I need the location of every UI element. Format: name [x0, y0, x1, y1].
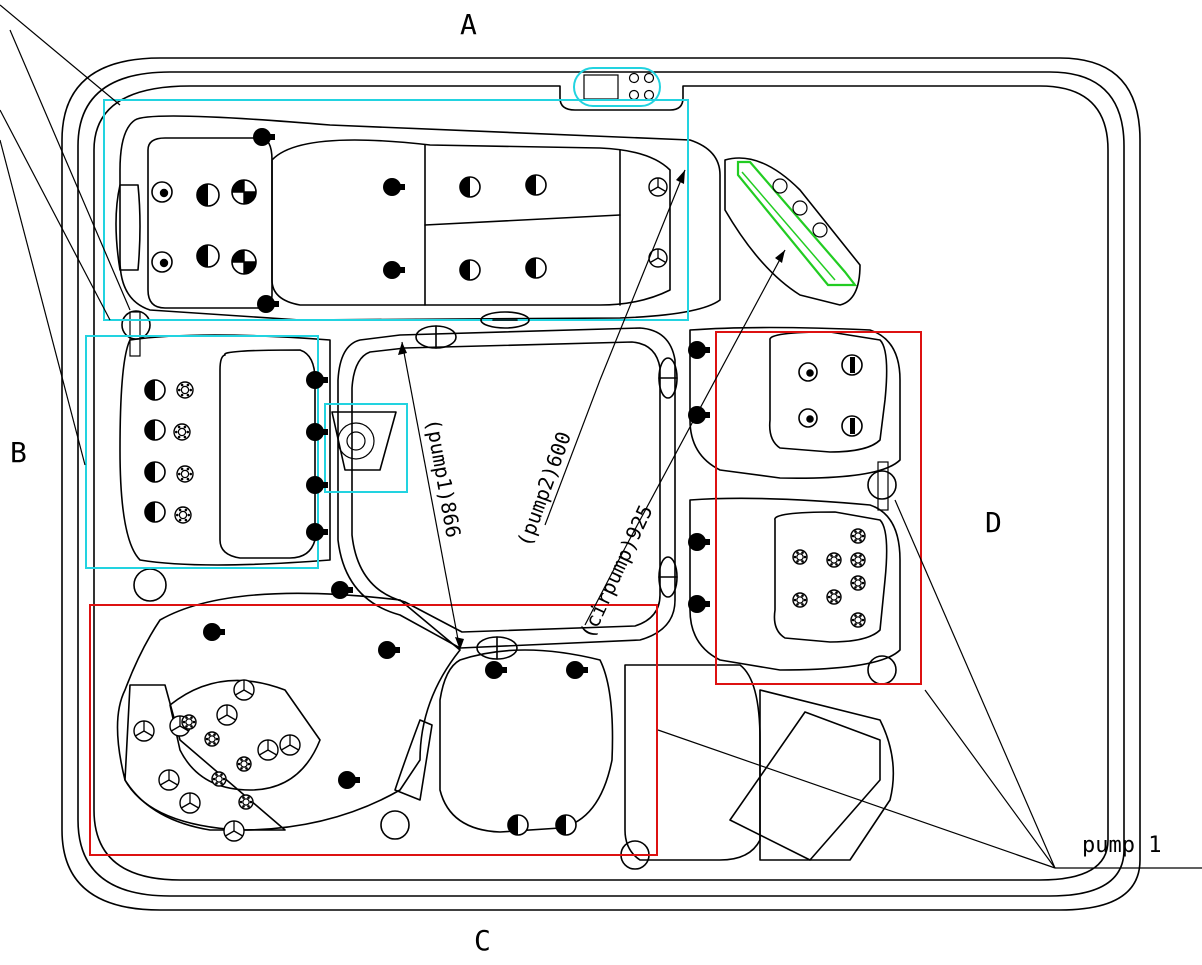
label-side-c: C [474, 924, 491, 957]
seat-a-outline [115, 115, 721, 321]
zone-c-box [89, 604, 658, 856]
seat-b-outline [119, 310, 331, 602]
cluster-jet-icon[interactable] [850, 575, 866, 591]
jet-icon[interactable] [231, 179, 257, 205]
jet-icon[interactable] [306, 523, 328, 541]
cluster-jet-icon[interactable] [850, 612, 866, 628]
jet-icon[interactable] [144, 461, 166, 483]
pump2-zones [85, 99, 689, 569]
rotary-jet-icon[interactable] [179, 792, 201, 814]
cluster-jet-icon[interactable] [204, 731, 220, 747]
jet-icon[interactable] [257, 295, 279, 313]
rotary-jet-icon[interactable] [233, 679, 255, 701]
jet-icon[interactable] [688, 406, 710, 424]
jet-icon[interactable] [841, 415, 863, 437]
jet-icon[interactable] [203, 623, 225, 641]
jet-icon[interactable] [144, 419, 166, 441]
jet-icon[interactable] [459, 176, 481, 198]
jet-icon[interactable] [525, 174, 547, 196]
rotary-jet-icon[interactable] [158, 769, 180, 791]
dimension-lines [398, 169, 786, 651]
jet-icon[interactable] [459, 259, 481, 281]
jet-icon[interactable] [306, 423, 328, 441]
jet-icon[interactable] [383, 178, 405, 196]
jet-icon[interactable] [525, 257, 547, 279]
cluster-jet-icon[interactable] [850, 552, 866, 568]
jet-icon[interactable] [253, 128, 275, 146]
jet-icon[interactable] [566, 661, 588, 679]
rotary-jet-icon[interactable] [216, 704, 238, 726]
cluster-jet-icon[interactable] [792, 592, 808, 608]
jet-icon[interactable] [688, 341, 710, 359]
leader-lines [0, 4, 1202, 869]
cluster-jet-icon[interactable] [176, 465, 194, 483]
cluster-jet-icon[interactable] [173, 423, 191, 441]
tub-shell [61, 57, 1141, 911]
jet-icon[interactable] [798, 408, 818, 428]
zone-b-box [85, 335, 319, 569]
jet-icon[interactable] [383, 261, 405, 279]
filter-icon [724, 157, 861, 306]
rotary-jet-icon[interactable] [279, 734, 301, 756]
valve-icon[interactable] [476, 636, 518, 660]
cluster-jet-icon[interactable] [792, 549, 808, 565]
pump1-zones [89, 331, 922, 856]
valve-icon[interactable] [658, 556, 678, 598]
jets-layer [133, 128, 866, 842]
rotary-jet-icon[interactable] [223, 820, 245, 842]
jet-icon[interactable] [841, 354, 863, 376]
jet-icon[interactable] [688, 595, 710, 613]
jet-icon[interactable] [507, 814, 529, 836]
label-pump1-callout: pump 1 [1082, 833, 1161, 858]
jet-icon[interactable] [196, 183, 220, 207]
rotary-jet-icon[interactable] [648, 177, 668, 197]
cluster-jet-icon[interactable] [174, 506, 192, 524]
seat-d-outline [689, 326, 901, 685]
jet-icon[interactable] [144, 379, 166, 401]
cluster-jet-icon[interactable] [176, 381, 194, 399]
rotary-jet-icon[interactable] [133, 720, 155, 742]
cluster-jet-icon[interactable] [826, 552, 842, 568]
jet-icon[interactable] [196, 244, 220, 268]
label-side-d: D [985, 506, 1002, 539]
label-side-b: B [10, 436, 27, 469]
valve-icon[interactable] [480, 311, 530, 329]
rotary-jet-icon[interactable] [648, 248, 668, 268]
cluster-jet-icon[interactable] [238, 794, 254, 810]
jet-icon[interactable] [144, 501, 166, 523]
cluster-jet-icon[interactable] [181, 714, 197, 730]
jet-icon[interactable] [306, 371, 328, 389]
jet-icon[interactable] [151, 251, 173, 273]
cluster-jet-icon[interactable] [826, 589, 842, 605]
jet-icon[interactable] [231, 249, 257, 275]
jet-icon[interactable] [338, 771, 360, 789]
center-cluster-icon [331, 411, 397, 471]
jet-icon[interactable] [485, 661, 507, 679]
dim-pump2: (pump2)600 [512, 428, 576, 549]
jet-icon[interactable] [378, 641, 400, 659]
zone-d-box [715, 331, 922, 685]
label-side-a: A [460, 8, 477, 41]
corner-step-outline [624, 664, 895, 861]
jet-icon[interactable] [306, 476, 328, 494]
jet-icon[interactable] [331, 581, 353, 599]
jet-icon[interactable] [151, 181, 173, 203]
valve-icon[interactable] [658, 357, 678, 399]
jet-icon[interactable] [798, 362, 818, 382]
zone-a-box [103, 99, 689, 321]
cluster-jet-icon[interactable] [236, 756, 252, 772]
cluster-jet-icon[interactable] [211, 771, 227, 787]
cluster-jet-icon[interactable] [850, 528, 866, 544]
jet-icon[interactable] [688, 533, 710, 551]
jet-icon[interactable] [555, 814, 577, 836]
footwell-outline [337, 327, 676, 649]
zone-b-center-box [324, 403, 408, 493]
rotary-jet-icon[interactable] [257, 739, 279, 761]
valves-layer [415, 311, 678, 660]
valve-icon[interactable] [415, 325, 457, 349]
